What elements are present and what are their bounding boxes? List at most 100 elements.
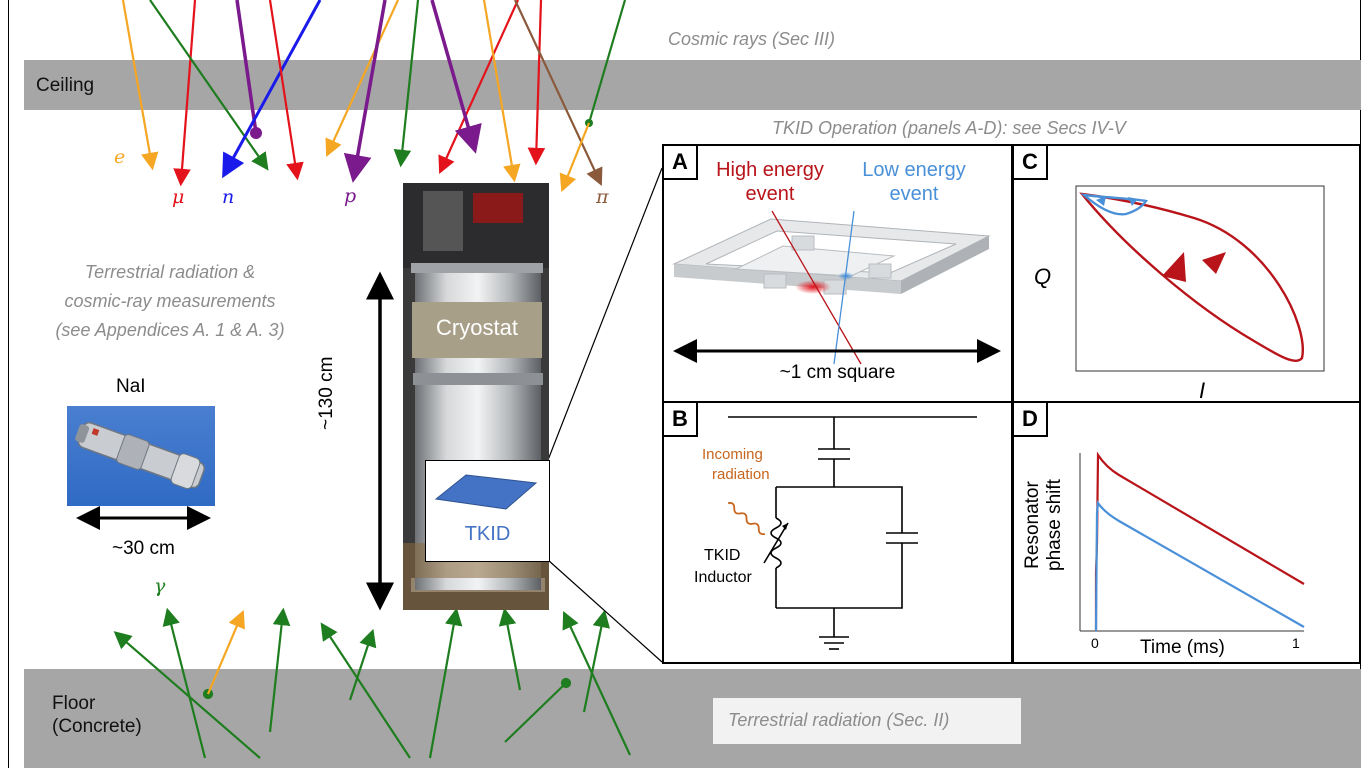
high-energy-arrow <box>1202 252 1226 274</box>
inner-frame <box>734 245 896 277</box>
x-tick-0: 0 <box>1091 635 1099 651</box>
measurement-caption: Terrestrial radiation & cosmic-ray measu… <box>20 258 320 345</box>
nai-photo <box>67 406 215 506</box>
electron-track <box>121 0 159 171</box>
panel-c: C Q I <box>1012 144 1361 403</box>
q-axis-label: Q <box>1034 264 1052 289</box>
panel-a: A High energy event Low energy event <box>662 144 1013 403</box>
cosmic-ray-tracks <box>121 0 627 193</box>
cosmic-rays-label: Cosmic rays (Sec III) <box>668 29 836 49</box>
incoming-radiation-wave <box>727 502 766 536</box>
variable-arrow-head <box>782 523 788 530</box>
panel-d-letter: D <box>1014 403 1048 437</box>
measurement-caption-line3: (see Appendices A. 1 & A. 3) <box>55 320 285 340</box>
gamma-track <box>393 0 420 168</box>
high-energy-hotspot <box>795 280 831 294</box>
proton-track <box>343 0 387 183</box>
low-energy-line1: Low energy <box>862 159 966 181</box>
gamma-track <box>562 611 631 756</box>
gamma-track <box>428 607 463 759</box>
low-energy-label: Low energy event <box>852 158 976 206</box>
high-energy-pulse <box>1094 451 1305 631</box>
terrestrial-label-box <box>713 698 1021 744</box>
terrestrial-radiation-label: Terrestrial radiation (Sec. II) <box>728 710 950 730</box>
muon-track <box>268 0 304 181</box>
interaction-dot <box>560 677 572 689</box>
scale-label: ~1 cm square <box>779 362 896 383</box>
high-energy-iq-loop <box>1079 192 1304 363</box>
inner-pad <box>868 263 892 279</box>
nai-label: NaI <box>116 376 146 397</box>
muon-label: μ <box>172 186 185 208</box>
ceiling-label: Ceiling <box>36 75 95 96</box>
pion-label: π <box>596 186 609 208</box>
proton-track <box>430 0 482 154</box>
tkid-label: TKID <box>464 523 511 545</box>
floor-label: Floor (Concrete) <box>52 692 142 738</box>
high-energy-track <box>771 210 862 365</box>
panel-b-letter: B <box>664 403 698 437</box>
high-energy-line1: High energy <box>716 159 824 181</box>
iq-plot-frame <box>1075 185 1325 372</box>
gamma-track <box>504 682 567 743</box>
nai-size-label: ~30 cm <box>112 538 175 559</box>
variable-arrow <box>763 522 789 564</box>
terrestrial-tracks <box>113 607 631 759</box>
low-energy-arrow <box>1096 196 1106 206</box>
tkid-device-drawing <box>672 210 1001 365</box>
high-energy-arrow <box>1162 252 1186 282</box>
neutron-track <box>222 0 322 179</box>
gamma-track <box>268 607 291 733</box>
panel-d: D Resonator phase shift 0 1 Time (ms) <box>1012 401 1361 664</box>
circuit-diagram <box>727 416 977 650</box>
gamma-track <box>582 609 610 713</box>
gamma-track <box>162 607 207 759</box>
floor-label-line2: (Concrete) <box>52 716 142 737</box>
electron-track <box>325 0 400 158</box>
gamma-track <box>348 628 377 701</box>
panel-b: B <box>662 401 1013 664</box>
height-label: ~130 cm <box>316 356 337 430</box>
low-energy-track <box>833 210 855 365</box>
electron-track <box>559 122 591 193</box>
measurement-caption-line2: cosmic-ray measurements <box>64 291 276 311</box>
electron-track <box>206 609 245 695</box>
incoming-radiation-line1: Incoming <box>702 446 763 463</box>
inductor-label-line2: Inductor <box>694 569 752 586</box>
pion-track <box>514 0 603 186</box>
iq-plot <box>1075 185 1325 372</box>
floor-band <box>24 669 1361 768</box>
inner-pad <box>791 235 815 251</box>
proton-label: p <box>344 185 357 207</box>
incoming-radiation-line2: radiation <box>712 466 770 483</box>
inner-pad <box>763 273 787 289</box>
cryostat-label-box <box>412 302 542 358</box>
muon-track <box>527 0 546 166</box>
tkid-operation-label: TKID Operation (panels A-D): see Secs IV… <box>772 118 1126 138</box>
high-energy-line2: event <box>745 183 795 205</box>
gamma-track <box>320 622 411 759</box>
gamma-track-stopped <box>587 0 627 124</box>
low-energy-pulse <box>1094 499 1305 632</box>
panel-c-letter: C <box>1014 146 1048 180</box>
panel-a-letter: A <box>664 146 698 180</box>
resonator-loop <box>776 543 903 609</box>
high-energy-label: High energy event <box>708 158 832 206</box>
frame-side <box>901 236 989 294</box>
zoom-line-top <box>547 167 663 461</box>
resonator-loop <box>776 486 903 533</box>
electron-track <box>482 0 521 183</box>
cryostat-label: Cryostat <box>436 315 518 340</box>
electron-label: e <box>114 146 126 168</box>
low-energy-arrow <box>1128 197 1138 206</box>
neutron-label: n <box>222 186 235 208</box>
measurement-caption-line1: Terrestrial radiation & <box>84 262 256 282</box>
floor-label-line1: Floor <box>52 693 96 714</box>
gamma-label: γ <box>154 575 166 597</box>
i-axis-label: I <box>1199 378 1206 403</box>
gamma-track <box>149 0 269 171</box>
low-energy-iq-loop <box>1080 193 1149 216</box>
tkid-inductor-coil <box>770 517 782 569</box>
